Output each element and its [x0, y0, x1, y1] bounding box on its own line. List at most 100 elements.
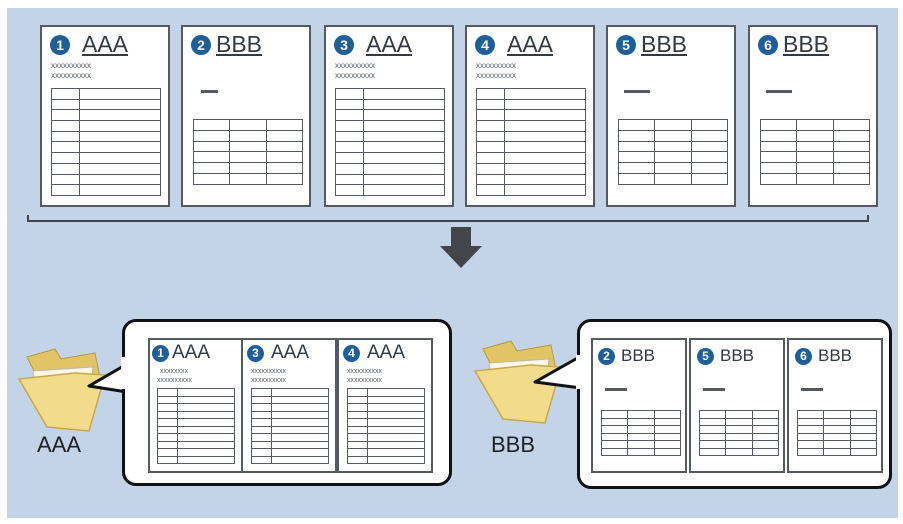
- table-cell: [600, 440, 629, 449]
- table-cell: [177, 395, 235, 404]
- table-cell: [796, 425, 825, 434]
- table-cell: [156, 425, 179, 434]
- table-cell: [250, 395, 273, 404]
- page-number-badge: 6: [795, 348, 812, 365]
- data-table: [796, 410, 878, 456]
- table-cell: [653, 447, 682, 456]
- table-cell: [177, 440, 235, 449]
- data-table: [617, 119, 729, 185]
- table-cell: [725, 440, 753, 449]
- table-cell: [363, 184, 445, 196]
- table-cell: [367, 433, 425, 442]
- table-cell: [271, 433, 329, 442]
- page-number-badge: 2: [598, 348, 615, 365]
- source-page-6: 6 BBB: [748, 25, 878, 207]
- text-placeholder: [801, 388, 823, 391]
- table-cell: [796, 410, 825, 419]
- data-table: [192, 119, 304, 185]
- page-title: AAA: [507, 31, 554, 57]
- table-cell: [265, 173, 304, 185]
- table-cell: [796, 447, 825, 456]
- table-cell: [698, 425, 727, 434]
- data-table: [250, 388, 329, 464]
- text-placeholder: [766, 90, 792, 93]
- table-cell: [156, 440, 179, 449]
- page-title: BBB: [783, 31, 830, 57]
- table-cell: [600, 425, 629, 434]
- table-cell: [796, 440, 825, 449]
- table-cell: [271, 395, 329, 404]
- detail-line: xxxxxxxxxx: [347, 368, 382, 375]
- table-cell: [177, 425, 235, 434]
- page-number-badge: 4: [475, 35, 495, 55]
- table-cell: [617, 173, 656, 185]
- folder-label: BBB: [491, 432, 536, 457]
- detail-line: xxxxxxxxxx: [51, 71, 91, 80]
- page-number-badge: 1: [152, 345, 169, 362]
- table-cell: [271, 403, 329, 412]
- table-cell: [627, 417, 655, 426]
- diagram-canvas: 1 AAA xxxxxxxxxx xxxxxxxxxx 2 BBB 3 AAA …: [7, 8, 898, 518]
- page-title: BBB: [720, 346, 755, 365]
- table-cell: [627, 447, 655, 456]
- table-cell: [192, 173, 231, 185]
- detail-line: xxxxxxxxxx: [335, 61, 375, 70]
- detail-line: xxxxxxxxxx: [335, 71, 375, 80]
- source-page-1: 1 AAA xxxxxxxxxx xxxxxxxxxx: [40, 25, 170, 207]
- table-cell: [177, 418, 235, 427]
- table-cell: [475, 184, 506, 196]
- detail-line: xxxxxxxxxx: [347, 377, 382, 384]
- table-cell: [367, 425, 425, 434]
- table-cell: [156, 403, 179, 412]
- table-cell: [600, 410, 629, 419]
- table-cell: [600, 417, 629, 426]
- table-cell: [271, 448, 329, 457]
- table-cell: [250, 448, 273, 457]
- table-cell: [823, 447, 851, 456]
- table-cell: [367, 395, 425, 404]
- table-cell: [367, 455, 425, 464]
- table-cell: [600, 447, 629, 456]
- table-cell: [751, 440, 780, 449]
- page-title: BBB: [216, 31, 263, 57]
- data-table: [346, 388, 425, 464]
- table-cell: [250, 388, 273, 397]
- source-page-5: 5 BBB: [606, 25, 736, 207]
- page-number-badge: 3: [247, 345, 264, 362]
- table-cell: [849, 417, 878, 426]
- table-cell: [346, 448, 369, 457]
- table-cell: [690, 173, 729, 185]
- source-page-4: 4 AAA xxxxxxxxxx xxxxxxxxxx: [465, 25, 595, 207]
- table-cell: [367, 410, 425, 419]
- table-cell: [367, 388, 425, 397]
- table-cell: [653, 417, 682, 426]
- table-cell: [823, 432, 851, 441]
- folder-icon: [17, 348, 106, 432]
- table-cell: [759, 173, 798, 185]
- table-cell: [725, 425, 753, 434]
- table-cell: [271, 440, 329, 449]
- page-title: BBB: [641, 31, 688, 57]
- text-placeholder: [703, 388, 725, 391]
- page-number-badge: 4: [343, 345, 360, 362]
- aaa-folder-page-3: 3 AAA xxxxxxxxxx xxxxxxxxxx: [241, 338, 337, 473]
- table-cell: [725, 410, 753, 419]
- table-cell: [751, 425, 780, 434]
- table-cell: [627, 432, 655, 441]
- table-cell: [346, 403, 369, 412]
- table-cell: [250, 425, 273, 434]
- table-cell: [334, 184, 365, 196]
- table-cell: [653, 410, 682, 419]
- table-cell: [156, 388, 179, 397]
- page-number-badge: 2: [191, 35, 211, 55]
- table-cell: [250, 455, 273, 464]
- table-cell: [177, 448, 235, 457]
- table-cell: [698, 410, 727, 419]
- table-cell: [627, 410, 655, 419]
- page-title: AAA: [367, 342, 406, 363]
- table-cell: [177, 455, 235, 464]
- table-cell: [156, 410, 179, 419]
- table-cell: [823, 410, 851, 419]
- table-cell: [823, 425, 851, 434]
- table-cell: [346, 395, 369, 404]
